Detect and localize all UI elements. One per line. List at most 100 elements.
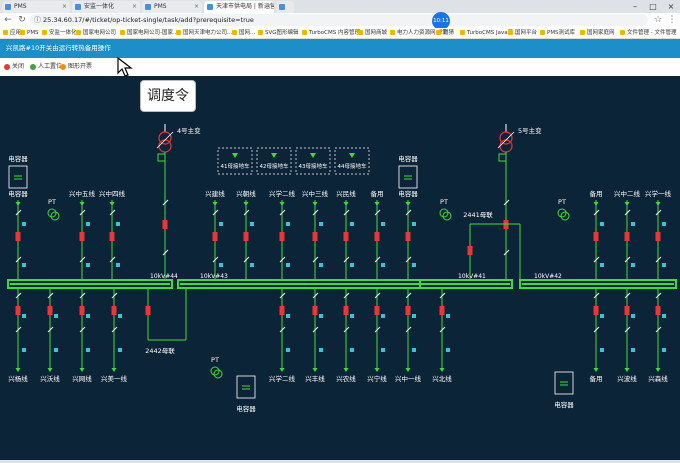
breaker[interactable] xyxy=(212,232,218,241)
breaker[interactable] xyxy=(15,232,21,241)
breaker[interactable] xyxy=(593,232,599,241)
breaker[interactable] xyxy=(47,306,53,315)
bookmark-item[interactable]: PMS xyxy=(20,28,39,38)
disconnector[interactable] xyxy=(111,292,118,299)
disconnector[interactable] xyxy=(312,292,319,299)
disconnector[interactable] xyxy=(343,326,350,333)
disconnector[interactable] xyxy=(655,326,662,333)
bus-tie-breaker[interactable] xyxy=(467,246,473,255)
disconnector[interactable] xyxy=(624,256,631,263)
disconnector[interactable] xyxy=(15,292,22,299)
minimize-icon[interactable]: – xyxy=(633,2,637,11)
disconnector[interactable] xyxy=(79,256,86,263)
bookmark-item[interactable]: 国家电网公司-国家... xyxy=(120,28,178,38)
disconnector[interactable] xyxy=(279,256,286,263)
bookmark-item[interactable]: 电力人力资源网 求职 xyxy=(390,28,448,38)
disconnector[interactable] xyxy=(343,256,350,263)
disconnector[interactable] xyxy=(15,326,22,333)
breaker[interactable] xyxy=(405,232,411,241)
breaker[interactable] xyxy=(109,232,115,241)
breaker[interactable] xyxy=(312,306,318,315)
browser-tab[interactable]: PMS× xyxy=(142,1,202,13)
disconnector[interactable] xyxy=(279,326,286,333)
capacitor-bank-icon[interactable] xyxy=(554,371,574,395)
disconnector[interactable] xyxy=(439,292,446,299)
disconnector[interactable] xyxy=(405,292,412,299)
busbar[interactable] xyxy=(419,279,513,289)
breaker[interactable] xyxy=(593,306,599,315)
disconnector[interactable] xyxy=(109,209,116,216)
pt-winding-icon[interactable] xyxy=(47,208,57,218)
bookmark-item[interactable]: 国网商城 xyxy=(358,28,387,38)
disconnector[interactable] xyxy=(312,326,319,333)
disconnector[interactable] xyxy=(79,326,86,333)
toolbar-button[interactable]: 人工置位 xyxy=(30,58,62,76)
disconnector[interactable] xyxy=(47,292,54,299)
disconnector[interactable] xyxy=(47,326,54,333)
disconnector[interactable] xyxy=(243,256,250,263)
breaker[interactable] xyxy=(15,306,21,315)
toolbar-button[interactable]: 图形开票 xyxy=(60,58,92,76)
info-icon[interactable]: ⓘ xyxy=(34,16,41,24)
disconnector[interactable] xyxy=(15,209,22,216)
busbar[interactable] xyxy=(7,279,173,289)
disconnector[interactable] xyxy=(655,256,662,263)
disconnector[interactable] xyxy=(343,209,350,216)
reload-icon[interactable]: ↻ xyxy=(18,15,26,25)
disconnector[interactable] xyxy=(279,292,286,299)
browser-tab[interactable]: 安监一体化× xyxy=(72,1,140,13)
disconnector[interactable] xyxy=(624,292,631,299)
breaker[interactable] xyxy=(343,306,349,315)
bookmark-item[interactable]: 应用 xyxy=(3,28,21,38)
bookmark-item[interactable]: 竞猜 xyxy=(436,28,454,38)
transformer-winding-icon[interactable] xyxy=(158,131,172,145)
bookmark-item[interactable]: TurboCMS Java开... xyxy=(460,28,518,38)
breaker[interactable] xyxy=(624,306,630,315)
pt-winding-icon[interactable] xyxy=(439,208,449,218)
disconnector[interactable] xyxy=(655,209,662,216)
disconnector[interactable] xyxy=(655,292,662,299)
disconnector[interactable] xyxy=(374,326,381,333)
breaker[interactable] xyxy=(374,306,380,315)
bookmark-item[interactable]: 国网... xyxy=(232,28,255,38)
disconnector[interactable] xyxy=(593,209,600,216)
pt-winding-icon[interactable] xyxy=(210,366,220,376)
transformer-winding-icon[interactable] xyxy=(499,139,513,153)
star-icon[interactable]: ☆ xyxy=(653,15,663,25)
pt-winding-icon[interactable] xyxy=(442,211,452,221)
grounding-vehicle-box[interactable] xyxy=(217,147,253,175)
bus-tie-breaker[interactable] xyxy=(145,306,151,315)
bookmark-item[interactable]: 安监一体化 xyxy=(42,28,77,38)
grounding-vehicle-box[interactable] xyxy=(256,147,292,175)
bookmark-item[interactable]: SVG图形编辑 xyxy=(258,28,299,38)
grounding-vehicle-box[interactable] xyxy=(334,147,370,175)
breaker[interactable] xyxy=(312,232,318,241)
transformer-winding-icon[interactable] xyxy=(499,131,513,145)
disconnector[interactable] xyxy=(405,209,412,216)
breaker[interactable] xyxy=(624,232,630,241)
disconnector[interactable] xyxy=(439,326,446,333)
bookmark-item[interactable]: PMS测试库 xyxy=(540,28,575,38)
maximize-icon[interactable]: □ xyxy=(649,2,657,11)
browser-tab[interactable] xyxy=(276,1,294,13)
pt-winding-icon[interactable] xyxy=(557,208,567,218)
breaker[interactable] xyxy=(439,306,445,315)
address-bar[interactable]: ⓘ 25.34.60.17/#/ticket/op-ticket-single/… xyxy=(30,14,648,26)
breaker[interactable] xyxy=(279,232,285,241)
close-icon[interactable]: × xyxy=(61,3,67,10)
disconnector[interactable] xyxy=(624,326,631,333)
pt-winding-icon[interactable] xyxy=(213,369,223,379)
disconnector[interactable] xyxy=(79,292,86,299)
disconnector[interactable] xyxy=(15,256,22,263)
busbar[interactable] xyxy=(519,279,677,289)
breaker[interactable] xyxy=(655,306,661,315)
disconnector[interactable] xyxy=(212,256,219,263)
close-icon[interactable]: × xyxy=(131,3,137,10)
close-window-icon[interactable]: × xyxy=(667,2,675,11)
capacitor-bank-icon[interactable] xyxy=(236,375,256,399)
bookmark-item[interactable]: TurboCMS 内容管理 xyxy=(302,28,360,38)
breaker[interactable] xyxy=(374,232,380,241)
toolbar-button[interactable]: 关闭 xyxy=(4,58,24,76)
breaker[interactable] xyxy=(405,306,411,315)
disconnector[interactable] xyxy=(624,209,631,216)
